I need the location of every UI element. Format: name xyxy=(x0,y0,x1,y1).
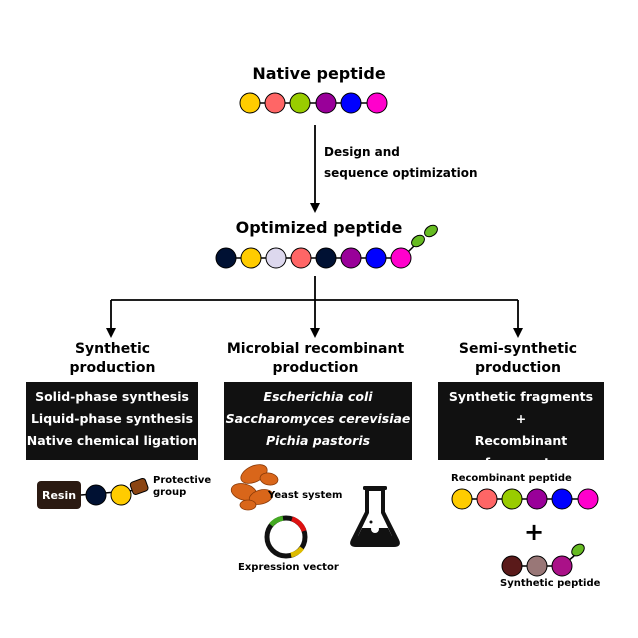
recombinant-peptide-chain xyxy=(451,488,599,510)
title-line1: Microbial recombinant xyxy=(226,341,405,357)
residue-salmon xyxy=(264,92,286,114)
fragment-item: Synthetic fragments xyxy=(448,389,594,404)
design-arrow-label: Design and sequence optimization xyxy=(324,142,478,184)
optimized-peptide-chain xyxy=(215,224,438,269)
title-line2: production xyxy=(69,360,156,376)
resin-chain xyxy=(37,477,149,509)
native-peptide-chain xyxy=(239,92,388,114)
title-line2: production xyxy=(475,360,561,376)
residue-yellow xyxy=(239,92,261,114)
residue-magenta xyxy=(366,92,388,114)
resin-block xyxy=(37,481,81,509)
microbial-production-title: Microbial recombinant production xyxy=(213,340,418,378)
host-item: Escherichia coli xyxy=(263,389,373,404)
arrow-label-line1: Design and xyxy=(324,145,400,159)
synthetic-production-title: Synthetic production xyxy=(40,340,185,378)
expression-vector-label: Expression vector xyxy=(238,562,339,573)
semi-synthetic-production-title: Semi-synthetic production xyxy=(438,340,598,378)
title-line1: Semi-synthetic xyxy=(458,341,578,357)
yeast-system-label: Yeast system xyxy=(268,490,343,501)
branch-arrows xyxy=(106,276,523,338)
protective-group-label: Protective group xyxy=(153,475,211,499)
synthetic-methods-box: Solid-phase synthesis Liquid-phase synth… xyxy=(26,382,198,460)
protective-line2: group xyxy=(153,487,187,498)
microbial-hosts-box: Escherichia coli Saccharomyces cerevisia… xyxy=(224,382,412,460)
resin-label: Resin xyxy=(42,489,77,502)
residue-lime xyxy=(289,92,311,114)
method-item: Native chemical ligation xyxy=(26,433,198,448)
native-peptide-title: Native peptide xyxy=(252,64,386,83)
plus-sign: + xyxy=(524,518,545,546)
residue-blue xyxy=(340,92,362,114)
method-item: Liquid-phase synthesis xyxy=(30,411,194,426)
host-item: Saccharomyces cerevisiae xyxy=(225,411,411,426)
protective-group-shape xyxy=(129,477,149,495)
host-item: Pichia pastoris xyxy=(265,433,371,448)
optimized-peptide-title: Optimized peptide xyxy=(235,218,403,237)
synthetic-peptide-label: Synthetic peptide xyxy=(500,578,601,589)
semi-synthetic-box: Synthetic fragments + Recombinant fragme… xyxy=(438,382,604,470)
arrow-label-line2: sequence optimization xyxy=(324,166,478,180)
residue-purple xyxy=(315,92,337,114)
plus-item: + xyxy=(515,411,527,426)
yeast-icon xyxy=(230,464,279,511)
flask-icon xyxy=(350,486,400,547)
protective-line1: Protective xyxy=(153,475,212,486)
synthetic-peptide-chain xyxy=(501,543,585,577)
plasmid-icon xyxy=(264,515,308,559)
method-item: Solid-phase synthesis xyxy=(35,389,189,404)
fragment-item: Recombinant fragments xyxy=(474,433,568,470)
title-line2: production xyxy=(272,360,359,376)
recombinant-peptide-label: Recombinant peptide xyxy=(451,473,572,484)
title-line1: Synthetic xyxy=(74,341,151,357)
